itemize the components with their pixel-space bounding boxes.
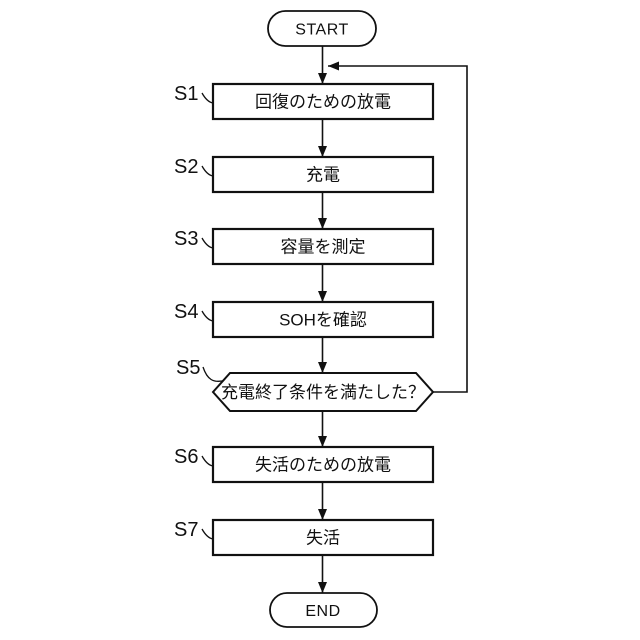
step-id-s2: S2 [174, 156, 198, 178]
step-s4: S4 SOHを確認 [174, 300, 435, 339]
step-id-s6: S6 [174, 446, 198, 468]
process-box-s7 [211, 518, 435, 557]
step-s2: S2 充電 [174, 155, 435, 194]
process-label-s1: 回復のための放電 [255, 93, 391, 112]
process-box-s3 [211, 227, 435, 266]
process-label-s7: 失活 [306, 529, 340, 548]
step-s1: S1 回復のための放電 [174, 82, 435, 121]
process-box-s1 [211, 82, 435, 121]
process-box-s4 [211, 300, 435, 339]
process-label-s3: 容量を測定 [281, 238, 366, 257]
end-terminal: END [269, 592, 378, 628]
step-id-s7: S7 [174, 519, 198, 541]
step-id-connector-s2 [201, 165, 214, 177]
feedback-loop-line [328, 61, 468, 393]
process-label-s6: 失活のための放電 [255, 456, 391, 475]
step-s3: S3 容量を測定 [174, 227, 435, 266]
end-terminal-shape [269, 592, 378, 628]
process-label-s2: 充電 [306, 166, 340, 185]
step-s5: S5 充電終了条件を満たした？ [176, 357, 435, 412]
decision-label-s5: 充電終了条件を満たした？ [221, 383, 425, 402]
process-box-s6 [211, 445, 435, 484]
process-box-s2 [211, 155, 435, 194]
step-id-connector-s7 [201, 528, 214, 540]
step-id-connector-s3 [201, 237, 214, 249]
start-terminal: START [267, 10, 377, 47]
step-id-s3: S3 [174, 228, 198, 250]
step-s6: S6 失活のための放電 [174, 445, 435, 484]
process-label-s4: SOHを確認 [279, 311, 367, 330]
step-id-connector-s5 [202, 366, 227, 382]
step-id-s5: S5 [176, 357, 200, 379]
step-id-s1: S1 [174, 83, 198, 105]
step-id-s4: S4 [174, 301, 198, 323]
decision-shape-s5 [211, 372, 435, 412]
end-terminal-label: END [305, 603, 340, 620]
step-id-connector-s4 [201, 310, 214, 322]
step-id-connector-s6 [201, 455, 214, 467]
step-s7: S7 失活 [174, 518, 435, 557]
step-id-connector-s1 [201, 92, 214, 104]
start-terminal-label: START [295, 22, 348, 39]
